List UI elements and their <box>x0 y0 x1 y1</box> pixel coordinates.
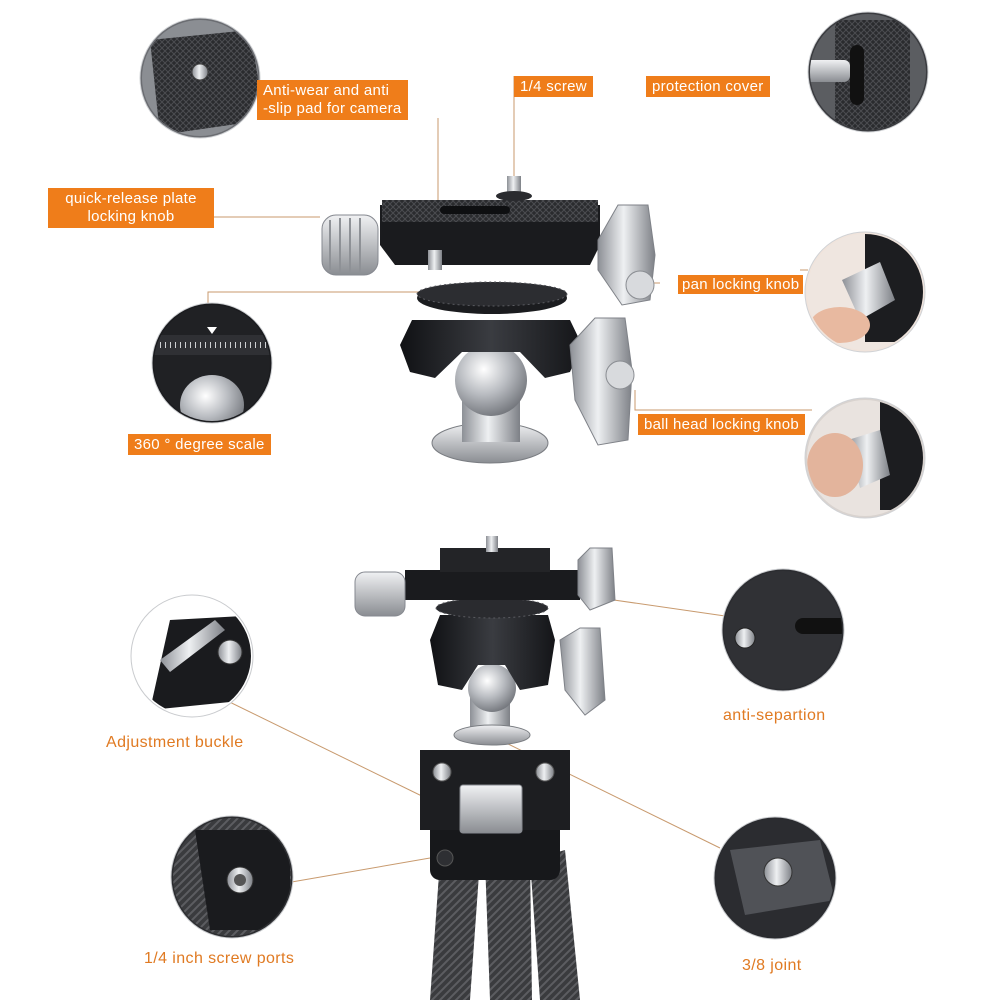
ballhead-knob-label: ball head locking knob <box>638 414 806 435</box>
qr-knob-line2: locking knob <box>87 208 175 225</box>
joint-label: 3/8 joint <box>742 957 802 974</box>
ballhead-knob-closeup <box>804 397 926 519</box>
anti-wear-pad-label: Anti-wear and anti -slip pad for camera <box>257 80 408 120</box>
qr-knob-line1: quick-release plate <box>65 190 197 207</box>
anti-wear-line1: Anti-wear and anti <box>263 82 390 99</box>
adjustment-buckle-label: Adjustment buckle <box>106 734 244 751</box>
anti-separation-closeup <box>721 568 845 692</box>
qr-knob-label: quick-release plate locking knob <box>48 188 214 228</box>
pan-knob-label: pan locking knob <box>678 275 804 294</box>
degree-scale-closeup <box>151 302 273 424</box>
tripod-top <box>354 536 616 1000</box>
anti-separation-label: anti-separtion <box>723 707 826 724</box>
ball-head <box>321 176 656 464</box>
degree-scale-label: 360 ° degree scale <box>128 434 271 455</box>
protection-cover-closeup <box>807 11 929 133</box>
screw-label: 1/4 screw <box>514 76 593 97</box>
protection-cover-label: protection cover <box>646 76 770 97</box>
anti-wear-line2: -slip pad for camera <box>263 100 402 117</box>
screw-ports-closeup <box>170 815 294 939</box>
screw-ports-label: 1/4 inch screw ports <box>144 950 295 967</box>
adjustment-buckle-closeup <box>130 594 254 718</box>
joint-closeup <box>713 816 837 940</box>
pan-knob-closeup <box>804 231 926 353</box>
camera-pad-closeup <box>139 17 261 139</box>
